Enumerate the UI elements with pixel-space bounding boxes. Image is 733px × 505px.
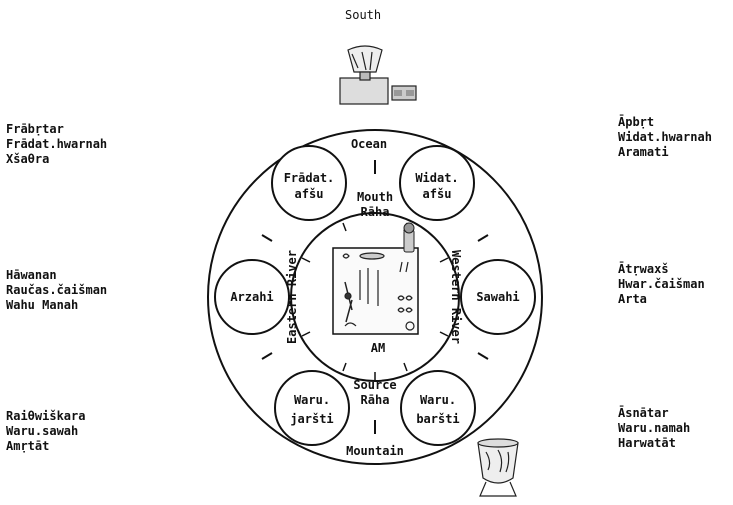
node-circle-arzahi bbox=[214, 259, 290, 335]
left-group-2-line-2: Raučas.čaišman bbox=[6, 283, 108, 297]
mountain-label: Mountain bbox=[346, 444, 404, 458]
barsom-holder-icon bbox=[403, 222, 415, 253]
left-group-2-line-3: Wahu Manah bbox=[6, 298, 79, 312]
node-label-arzahi: Arzahi bbox=[230, 290, 273, 304]
node-circle-fradat bbox=[271, 145, 347, 221]
altar-icon bbox=[339, 45, 417, 105]
node-circle-widat bbox=[399, 145, 475, 221]
node-circle-waru-jarsti bbox=[274, 370, 350, 446]
right-group-1: Āpbṛt Widat.hwarnah Aramati bbox=[618, 115, 712, 160]
left-group-3-line-1: Raiθwiškara bbox=[6, 409, 86, 423]
node-label-widat-1: Widat. bbox=[415, 171, 458, 185]
right-group-1-line-1: Āpbṛt bbox=[618, 115, 655, 129]
mouth-label-2: Rāha bbox=[361, 205, 390, 219]
left-group-3-line-2: Waru.sawah bbox=[6, 424, 79, 438]
left-group-3: Raiθwiškara Waru.sawah Amṛtāt bbox=[6, 409, 85, 454]
node-label-sawahi: Sawahi bbox=[476, 290, 519, 304]
inner-circle bbox=[290, 212, 460, 382]
left-group-2: Hāwanan Raučas.čaišman Wahu Manah bbox=[6, 268, 107, 313]
right-group-3-line-1: Āsnātar bbox=[618, 406, 669, 420]
direction-label-south: South bbox=[345, 8, 382, 22]
node-label-waru-jarsti-1: Waru. bbox=[294, 393, 330, 407]
left-group-1: Frābṛtar Frādat.hwarnah Xšaθra bbox=[6, 122, 107, 167]
outer-circle bbox=[207, 129, 543, 465]
mouth-label-1: Mouth bbox=[357, 190, 393, 204]
fire-vessel-icon bbox=[477, 438, 519, 497]
ritual-table bbox=[332, 247, 419, 335]
node-circle-waru-barsti bbox=[400, 370, 476, 446]
right-group-2-line-1: Ātṛwaxš bbox=[618, 262, 669, 276]
right-group-2-line-3: Arta bbox=[618, 292, 647, 306]
right-group-1-line-3: Aramati bbox=[618, 145, 669, 159]
right-group-2-line-2: Hwar.čaišman bbox=[618, 277, 705, 291]
source-label-1: Source bbox=[353, 378, 396, 392]
right-group-2: Ātṛwaxš Hwar.čaišman Arta bbox=[618, 262, 705, 307]
ocean-label: Ocean bbox=[351, 137, 387, 151]
right-group-1-line-2: Widat.hwarnah bbox=[618, 130, 712, 144]
node-circle-sawahi bbox=[460, 259, 536, 335]
node-label-waru-barsti-2: baršti bbox=[416, 412, 459, 426]
source-label-2: Rāha bbox=[361, 393, 390, 407]
right-group-3-line-2: Waru.namah bbox=[618, 421, 691, 435]
outer-tick-marks bbox=[261, 160, 489, 434]
right-group-3: Āsnātar Waru.namah Harwatāt bbox=[618, 406, 690, 451]
node-label-fradat-1: Frādat. bbox=[284, 171, 335, 185]
left-group-1-line-1: Frābṛtar bbox=[6, 122, 64, 136]
ritual-implements-icon bbox=[342, 252, 415, 331]
right-group-3-line-3: Harwatāt bbox=[618, 436, 676, 450]
am-label: AM bbox=[371, 341, 385, 355]
eastern-river-label: Eastern River bbox=[285, 250, 299, 344]
left-group-1-line-2: Frādat.hwarnah bbox=[6, 137, 108, 151]
left-group-2-line-1: Hāwanan bbox=[6, 268, 57, 282]
node-label-waru-jarsti-2: jaršti bbox=[290, 412, 333, 426]
left-group-3-line-3: Amṛtāt bbox=[6, 439, 50, 453]
node-label-fradat-2: afšu bbox=[295, 187, 324, 201]
left-group-1-line-3: Xšaθra bbox=[6, 152, 50, 166]
node-label-waru-barsti-1: Waru. bbox=[420, 393, 456, 407]
western-river-label: Western River bbox=[449, 250, 463, 344]
node-label-widat-2: afšu bbox=[423, 187, 452, 201]
